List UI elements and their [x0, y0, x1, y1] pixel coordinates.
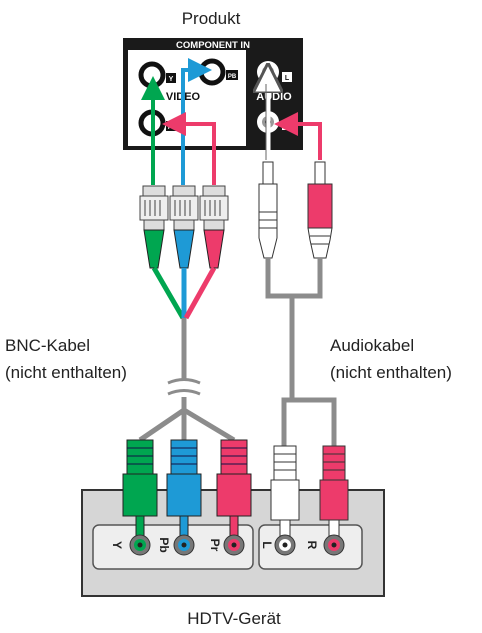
audio-plug-white-bottom — [270, 445, 300, 539]
bnc-plug-green-bottom — [122, 439, 158, 537]
arrow-red-audio — [274, 112, 322, 160]
bnc-plug-red — [199, 185, 229, 269]
arrow-red-video — [162, 112, 216, 185]
product-label: Produkt — [182, 9, 241, 28]
panel-jack-y-label: Y — [169, 76, 174, 83]
audio-cable-label: Audiokabel — [330, 336, 414, 355]
audio-label: AUDIO — [256, 91, 292, 103]
audio-plug-white-top — [258, 161, 278, 259]
panel-jack-l-label: L — [285, 75, 290, 82]
bnc-cable-label: BNC-Kabel — [5, 336, 90, 355]
arrow-blue — [181, 58, 212, 185]
audio-plug-red-top — [307, 161, 333, 259]
audio-plug-red-bottom — [319, 445, 349, 539]
bnc-cable-note: (nicht enthalten) — [5, 363, 127, 382]
hdtv-label-l: L — [260, 541, 274, 548]
connection-arrows — [141, 58, 322, 185]
bnc-plug-blue-bottom — [166, 439, 202, 537]
panel-jack-pb-label: PB — [228, 74, 237, 80]
audio-cable-note: (nicht enthalten) — [330, 363, 452, 382]
bnc-plug-red-bottom — [216, 439, 252, 537]
bnc-plug-blue — [169, 185, 199, 269]
hdtv-jack-l — [274, 534, 296, 556]
hdtv-jack-r — [323, 534, 345, 556]
hdtv-jack-y — [129, 534, 151, 556]
hdtv-label-y: Y — [110, 541, 124, 549]
bnc-plug-green — [139, 185, 169, 269]
hdtv-label-pb: Pb — [157, 537, 171, 552]
hdtv-jack-pr — [223, 534, 245, 556]
hdtv-jack-pb — [173, 534, 195, 556]
component-in-title: COMPONENT IN — [176, 40, 250, 51]
hdtv-label-r: R — [305, 541, 319, 550]
hdtv-label-pr: Pr — [208, 539, 222, 552]
bnc-cable — [138, 266, 236, 443]
audio-cable — [265, 258, 337, 446]
hdtv-label: HDTV-Gerät — [187, 609, 281, 628]
